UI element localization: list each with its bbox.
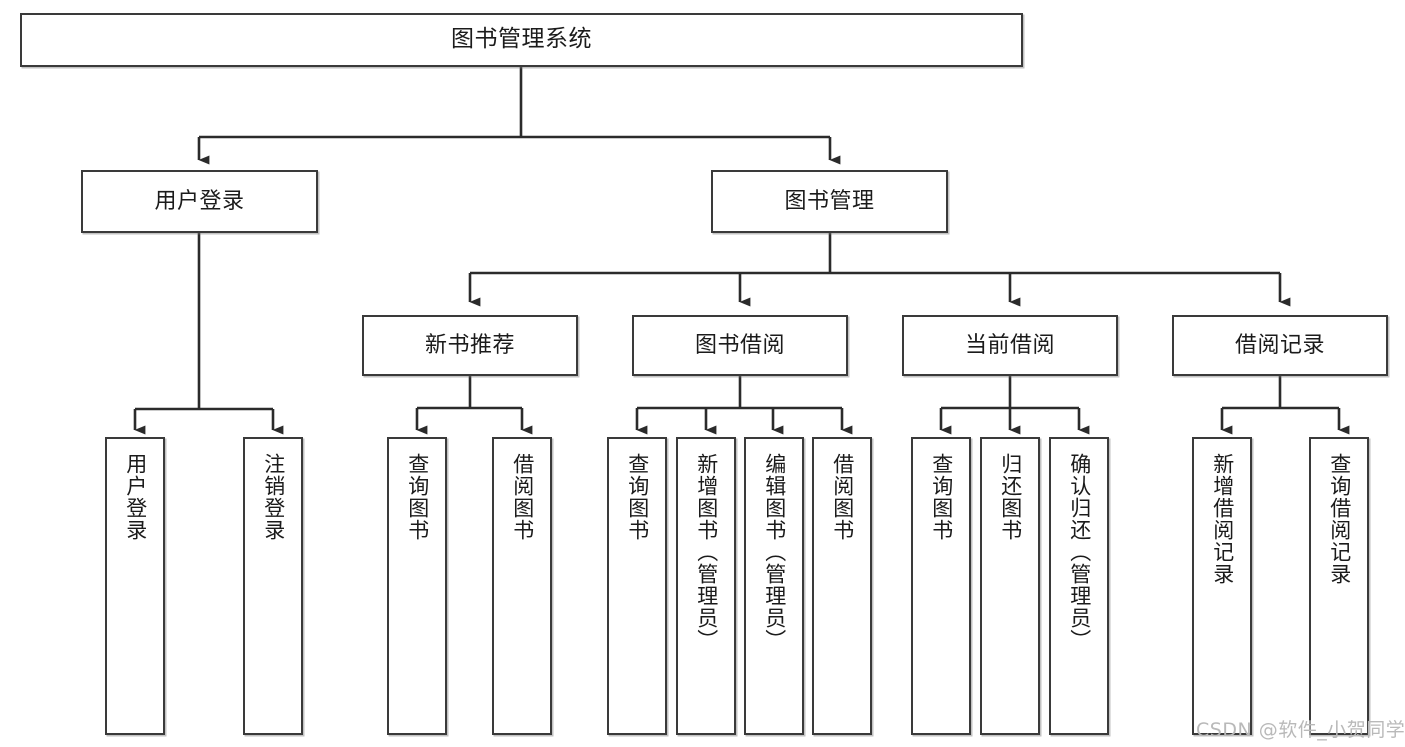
leaf-borrow-edit-book-admin[interactable]: 编辑图书（管理员） bbox=[744, 437, 804, 735]
leaf-user-login-logout[interactable]: 注销登录 bbox=[243, 437, 303, 735]
leaf-borrow-query-book[interactable]: 查询图书 bbox=[607, 437, 667, 735]
node-label: 确认归还（管理员） bbox=[1067, 453, 1092, 651]
leaf-borrow-borrow-book[interactable]: 借阅图书 bbox=[812, 437, 872, 735]
leaf-record-add-record[interactable]: 新增借阅记录 bbox=[1192, 437, 1252, 735]
node-label: 当前借阅 bbox=[964, 332, 1055, 358]
node-label: 图书借阅 bbox=[694, 332, 785, 358]
node-label: 归还图书 bbox=[998, 453, 1023, 541]
leaf-current-confirm-return-admin[interactable]: 确认归还（管理员） bbox=[1049, 437, 1109, 735]
node-book-borrow[interactable]: 图书借阅 bbox=[632, 315, 848, 376]
node-new-book-recommend[interactable]: 新书推荐 bbox=[362, 315, 578, 376]
leaf-user-login-login[interactable]: 用户登录 bbox=[105, 437, 165, 735]
node-label: 新增借阅记录 bbox=[1210, 453, 1235, 585]
node-borrow-record[interactable]: 借阅记录 bbox=[1172, 315, 1388, 376]
node-label: 图书管理系统 bbox=[451, 26, 592, 53]
node-label: 用户登录 bbox=[154, 188, 245, 214]
node-label: 查询借阅记录 bbox=[1327, 453, 1352, 585]
node-label: 图书管理 bbox=[784, 188, 875, 214]
leaf-recommend-query-book[interactable]: 查询图书 bbox=[387, 437, 447, 735]
node-label: 编辑图书（管理员） bbox=[762, 453, 787, 651]
node-label: 用户登录 bbox=[123, 453, 148, 541]
node-label: 新书推荐 bbox=[424, 332, 515, 358]
leaf-recommend-borrow-book[interactable]: 借阅图书 bbox=[492, 437, 552, 735]
node-user-login[interactable]: 用户登录 bbox=[81, 170, 318, 233]
node-label: 查询图书 bbox=[625, 453, 650, 541]
leaf-borrow-add-book-admin[interactable]: 新增图书（管理员） bbox=[676, 437, 736, 735]
watermark-text: CSDN @软件_小贺同学 bbox=[1196, 719, 1405, 741]
node-root-system[interactable]: 图书管理系统 bbox=[20, 13, 1023, 67]
node-book-management[interactable]: 图书管理 bbox=[711, 170, 948, 233]
node-label: 注销登录 bbox=[261, 453, 286, 541]
node-label: 查询图书 bbox=[929, 453, 954, 541]
node-label: 新增图书（管理员） bbox=[694, 453, 719, 651]
node-label: 借阅记录 bbox=[1234, 332, 1325, 358]
node-label: 借阅图书 bbox=[830, 453, 855, 541]
node-label: 查询图书 bbox=[405, 453, 430, 541]
node-label: 借阅图书 bbox=[510, 453, 535, 541]
node-current-borrow[interactable]: 当前借阅 bbox=[902, 315, 1118, 376]
leaf-current-return-book[interactable]: 归还图书 bbox=[980, 437, 1040, 735]
leaf-record-query-record[interactable]: 查询借阅记录 bbox=[1309, 437, 1369, 735]
leaf-current-query-book[interactable]: 查询图书 bbox=[911, 437, 971, 735]
